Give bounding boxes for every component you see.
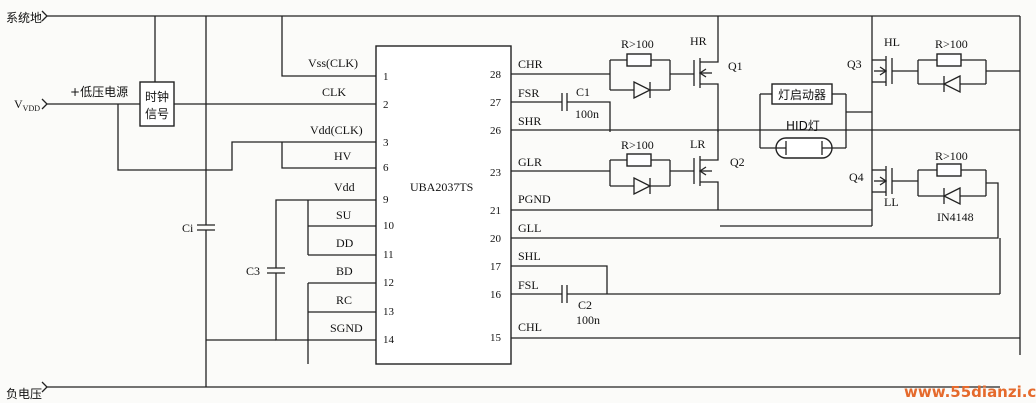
pin-label: FSL: [518, 278, 539, 292]
negative-rail: [41, 381, 1000, 393]
pin-label: DD: [336, 236, 354, 250]
mosfet-q2: [693, 130, 719, 210]
c1-label: C1: [576, 85, 590, 99]
ground-rail: [41, 10, 1021, 355]
c2-label: C2: [578, 298, 592, 312]
pin-label: RC: [336, 293, 352, 307]
pin-num: 27: [490, 97, 502, 109]
pin-label: BD: [336, 264, 353, 278]
pin-num: 3: [383, 137, 389, 149]
pin-label: Vdd(CLK): [310, 123, 363, 137]
pin-num: 6: [383, 162, 389, 174]
pin-label: Vss(CLK): [308, 56, 358, 70]
vdd-label: VVDD: [14, 97, 40, 113]
c3-label: C3: [246, 264, 260, 278]
pin-num: 21: [490, 205, 501, 217]
starter-label: 灯启动器: [778, 88, 826, 102]
ci-label: Ci: [182, 221, 194, 235]
pin-num: 16: [490, 289, 502, 301]
pin-label: SHL: [518, 249, 541, 263]
clock-block-line2: 信号: [145, 107, 169, 121]
pin-num: 14: [383, 334, 395, 346]
ic-name: UBA2037TS: [410, 180, 473, 194]
c2-value: 100n: [576, 313, 600, 327]
pin-num: 11: [383, 249, 394, 261]
pin-label: SHR: [518, 114, 541, 128]
mosfet-q3: [872, 56, 918, 86]
pin-num: 10: [383, 220, 395, 232]
diode-ll-label: IN4148: [937, 210, 974, 224]
pin-label: SGND: [330, 321, 363, 335]
watermark: www.55dianzi.com: [904, 383, 1036, 401]
pin-num: 12: [383, 277, 394, 289]
q3-label: Q3: [847, 57, 862, 71]
pin-num: 9: [383, 194, 389, 206]
supply-label: +低压电源: [70, 85, 128, 99]
r-hl-label: R>100: [935, 37, 968, 51]
pin-num: 17: [490, 261, 502, 273]
ll-gate-network: [511, 163, 999, 239]
q4-label: Q4: [849, 170, 864, 184]
hid-lamp: [759, 93, 847, 159]
pin-num: 26: [490, 125, 502, 137]
capacitor-ci: [197, 16, 215, 387]
mosfet-q1: [693, 16, 719, 132]
pin-num: 1: [383, 71, 389, 83]
clock-block-line1: 时钟: [145, 89, 169, 104]
pin-label: GLL: [518, 221, 541, 235]
vdd-clk-wire: [117, 104, 376, 171]
negative-rail-label: 负电压: [6, 387, 42, 401]
ll-label: LL: [884, 195, 899, 209]
ic-uba2037ts: [375, 45, 512, 365]
capacitor-c1: [511, 93, 611, 132]
left-wiring: [206, 16, 376, 364]
hr-gate-network: [511, 53, 694, 100]
pin-label: FSR: [518, 86, 539, 100]
pin-num: 15: [490, 332, 502, 344]
pin-label: CLK: [322, 85, 346, 99]
pin-label: GLR: [518, 155, 542, 169]
capacitor-c2: [511, 238, 1001, 303]
pin-num: 2: [383, 99, 389, 111]
pin-num: 28: [490, 69, 502, 81]
lr-gate-network: [511, 153, 694, 196]
c1-value: 100n: [575, 107, 599, 121]
r-hr-label: R>100: [621, 37, 654, 51]
pin-label: HV: [334, 149, 352, 163]
r-ll-label: R>100: [935, 149, 968, 163]
pin-num: 23: [490, 167, 502, 179]
pin-label: PGND: [518, 192, 551, 206]
lamp-label: HID灯: [786, 119, 820, 133]
lr-label: LR: [690, 137, 705, 151]
ground-rail-label: 系统地: [6, 11, 42, 25]
pin-num: 20: [490, 233, 502, 245]
pin-num: 13: [383, 306, 395, 318]
mosfet-q4: [872, 166, 918, 196]
r-lr-label: R>100: [621, 138, 654, 152]
hl-gate-network: [917, 53, 1020, 94]
hl-label: HL: [884, 35, 900, 49]
pin-label: Vdd: [334, 180, 355, 194]
pin-label: CHL: [518, 320, 542, 334]
supply-rail: [41, 98, 140, 110]
q1-label: Q1: [728, 59, 743, 73]
pin-label: SU: [336, 208, 352, 222]
q2-label: Q2: [730, 155, 745, 169]
hr-label: HR: [690, 34, 707, 48]
pin-label: CHR: [518, 57, 543, 71]
